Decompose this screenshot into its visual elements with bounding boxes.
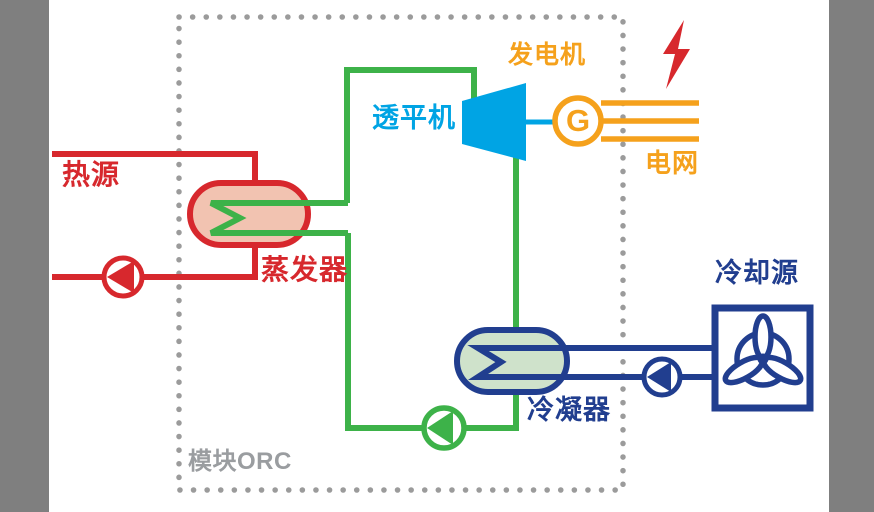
condenser-label: 冷凝器	[527, 395, 611, 425]
hot-water-supply-pipe	[52, 151, 258, 190]
evaporator-to-turbine-pipe	[344, 67, 477, 203]
evaporator-label: 蒸发器	[261, 254, 349, 285]
right-gray-band	[829, 0, 874, 512]
fan-blade	[752, 313, 774, 361]
cooling-water-pump-icon	[641, 356, 683, 398]
orc-module-dashed-border	[176, 14, 626, 493]
grid-label: 电网	[645, 148, 700, 178]
turbine-icon	[462, 83, 526, 161]
generator-symbol: G	[565, 103, 591, 138]
working-fluid-pump-icon	[421, 405, 467, 451]
hot-water-pump-icon	[101, 255, 145, 299]
cooling-source-label: 冷却源	[715, 258, 799, 288]
pump-flow-arrow	[107, 261, 134, 293]
heat-source-label: 热源	[62, 159, 121, 190]
pump-flow-arrow	[427, 411, 453, 445]
left-gray-band	[0, 0, 49, 512]
lightning-bolt-icon	[663, 20, 690, 89]
evaporator-coil	[209, 200, 348, 236]
condenser-vessel	[454, 327, 570, 395]
pump-flow-arrow	[647, 362, 671, 392]
turbine-label: 透平机	[372, 103, 456, 133]
cooling-fan-icon	[711, 304, 814, 412]
fan-hub	[757, 353, 769, 365]
module-label: 模块ORC	[188, 448, 292, 475]
condenser-coil-and-cooling-pipes	[467, 345, 714, 380]
generator-label: 发电机	[508, 41, 587, 69]
power-grid-lines	[601, 100, 699, 142]
